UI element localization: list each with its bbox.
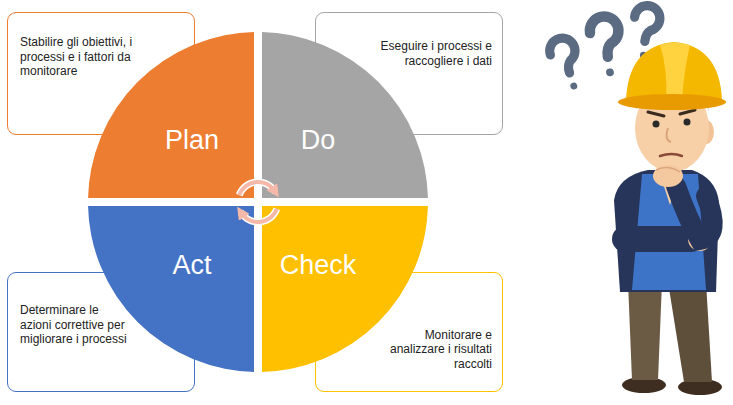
quadrant-fill (88, 32, 254, 198)
cycle-arrow-outline (241, 209, 277, 222)
quadrant-shape (262, 206, 428, 372)
cycle-arrow (241, 209, 277, 222)
phase-label: Act (172, 250, 211, 281)
cycle-arrow (239, 182, 275, 195)
do-quadrant: Do (262, 32, 428, 198)
phase-label: Plan (165, 125, 219, 156)
quadrant-shape (262, 32, 428, 198)
quadrant-shape (88, 32, 254, 198)
worker-figure (612, 42, 726, 395)
quadrant-shape (88, 206, 254, 372)
phase-label: Do (301, 125, 336, 156)
cycle-arrow-outline (239, 182, 275, 195)
quadrant-fill (262, 206, 428, 372)
description-text: Eseguire i processi e raccogliere i dati (352, 39, 492, 68)
act-quadrant: Act (88, 206, 254, 372)
quadrant-fill (88, 206, 254, 372)
description-text: Stabilire gli obiettivi, i processi e i … (20, 35, 170, 79)
phase-label: Check (280, 250, 357, 281)
quadrant-fill (262, 32, 428, 198)
check-quadrant: Check (262, 206, 428, 372)
description-text: Determinare le azioni correttive per mig… (20, 303, 132, 347)
description-text: Monitorare e analizzare i risultati racc… (367, 328, 492, 372)
plan-quadrant: Plan (88, 32, 254, 198)
